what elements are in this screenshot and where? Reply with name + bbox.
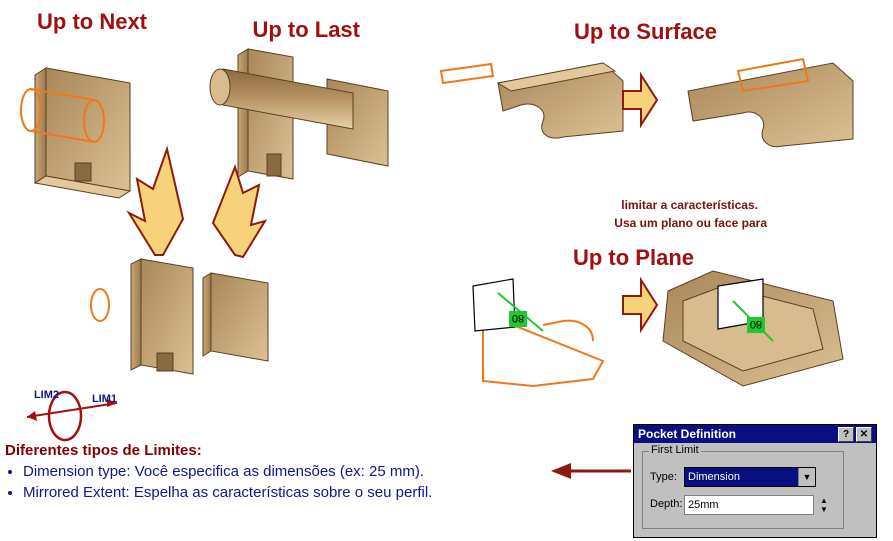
base-part xyxy=(90,258,269,375)
limit-item-mirrored: Mirrored Extent: Espelha as característi… xyxy=(23,484,525,501)
limit-item-dimension: Dimension type: Você especifica as dimen… xyxy=(23,463,525,480)
up-to-plane-part xyxy=(472,270,844,388)
heading-up-to-last: Up to Last xyxy=(252,17,360,42)
dimension-label-icon: 80 80 xyxy=(497,292,774,342)
close-button[interactable]: ✕ xyxy=(856,427,872,442)
right-arrow-icon xyxy=(622,71,659,334)
depth-value: 25mm xyxy=(688,499,719,511)
lim2-label: LIM2 xyxy=(33,389,59,401)
first-limit-group: First Limit xyxy=(642,444,844,529)
dialog-title: Pocket Definition xyxy=(638,427,737,441)
up-arrow-icon xyxy=(126,145,268,259)
up-to-last-part xyxy=(209,48,389,180)
spin-buttons[interactable]: ▲▼ xyxy=(815,496,833,514)
lim1-label: LIM1 xyxy=(91,393,117,405)
left-arrow-icon xyxy=(551,463,631,479)
help-button[interactable]: ? xyxy=(838,427,854,442)
plane-note-line1: Usa um plano ou face para xyxy=(614,216,767,230)
dim-badge-text-2: 80 xyxy=(750,318,762,330)
limits-title: Diferentes tipos de Limites: xyxy=(5,442,202,459)
first-limit-label: First Limit xyxy=(649,444,701,456)
dialog-title-bar: Pocket Definition ? ✕ xyxy=(634,425,876,443)
pocket-definition-dialog: Pocket Definition ? ✕ First Limit Type: … xyxy=(633,424,877,538)
depth-label: Depth: xyxy=(650,498,683,510)
heading-up-to-next: Up to Next xyxy=(37,9,147,34)
plane-note-line2: limitar a características. xyxy=(621,198,758,212)
heading-up-to-plane: Up to Plane xyxy=(572,245,694,270)
up-to-next-part xyxy=(20,67,132,199)
limit-symbol xyxy=(26,390,118,442)
type-label: Type: xyxy=(650,471,677,483)
heading-up-to-surface: Up to Surface xyxy=(573,19,717,44)
up-to-surface-part xyxy=(439,57,854,148)
chevron-down-icon[interactable]: ▼ xyxy=(798,468,815,486)
depth-field[interactable]: 25mm ▲▼ xyxy=(684,495,833,515)
type-select-value: Dimension xyxy=(688,471,740,483)
type-select[interactable]: Dimension ▼ xyxy=(684,467,816,487)
dim-badge-text: 80 xyxy=(512,312,524,324)
limits-text: Diferentes tipos de Limites: Dimension t… xyxy=(5,442,525,505)
